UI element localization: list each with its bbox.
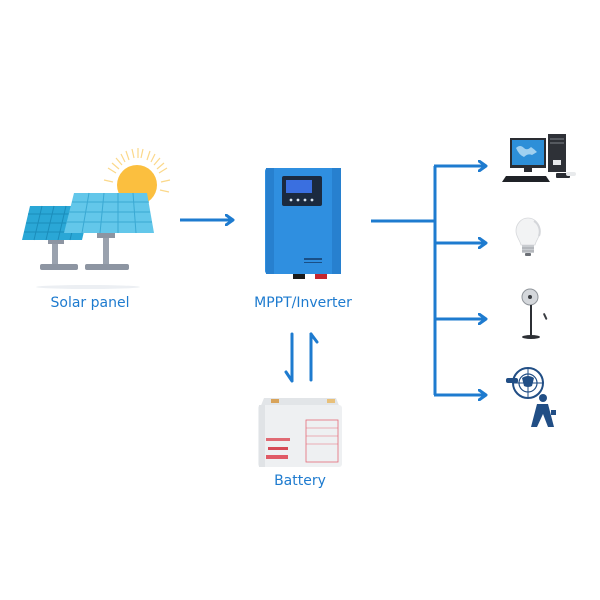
battery-label: Battery: [274, 473, 326, 489]
solar-panel-label: Solar panel: [50, 295, 130, 311]
desk-fan-icon: [506, 367, 556, 427]
light-bulb-icon: [515, 217, 541, 256]
solar-panel-icon: [22, 192, 154, 289]
inverter-label: MPPT/Inverter: [254, 295, 352, 311]
inverter-icon: [265, 168, 341, 279]
computer-icon: [502, 134, 576, 182]
arrow-inverter-battery: [284, 332, 319, 383]
battery-icon: [258, 398, 342, 467]
stand-fan-icon: [521, 288, 548, 339]
load-distribution-lines: [371, 166, 437, 395]
